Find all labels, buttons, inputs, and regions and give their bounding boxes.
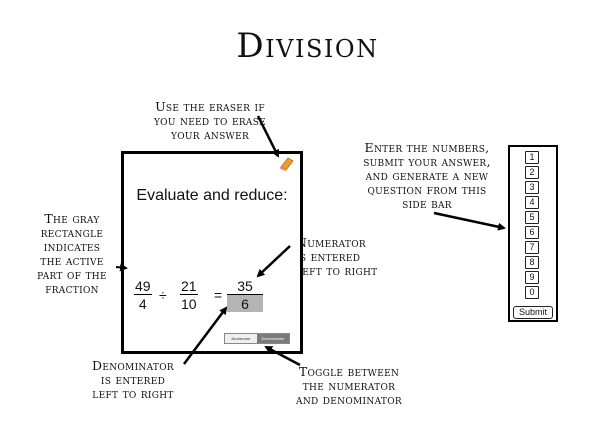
sidebar-arrow [433, 211, 506, 231]
answer-fraction: 35 6 [227, 278, 263, 312]
toggle-arrow [264, 345, 301, 367]
fraction-dividend: 49 4 [134, 278, 152, 312]
eraser-arrow [256, 115, 280, 158]
numerator-note-line: is entered [296, 249, 361, 264]
fraction-numerator: 21 [180, 278, 198, 295]
gray-rectangle-note-line: fraction [45, 281, 99, 296]
number-key-8[interactable]: 8 [525, 256, 539, 269]
denominator-note-line: left to right [92, 386, 174, 401]
problem-heading: Evaluate and reduce: [136, 187, 288, 204]
numerator-note: Numerator is entered left to right [296, 236, 406, 278]
gray-rectangle-note-line: rectangle [40, 225, 104, 240]
toggle-note-line: and denominator [296, 392, 402, 407]
toggle-note: Toggle between the numerator and denomin… [274, 365, 424, 407]
number-key-1[interactable]: 1 [525, 151, 539, 164]
numerator-note-line: Numerator [296, 235, 366, 250]
gray-rectangle-note: The gray rectangle indicates the active … [28, 212, 116, 296]
answer-denominator[interactable]: 6 [227, 295, 263, 312]
denominator-note: Denominator is entered left to right [78, 359, 188, 401]
eraser-note-line: Use the eraser if [155, 99, 265, 114]
gray-rectangle-arrow [115, 263, 128, 272]
denominator-note-line: Denominator [92, 358, 174, 373]
number-key-6[interactable]: 6 [525, 226, 539, 239]
page-title: Division [236, 26, 379, 66]
fraction-numerator: 49 [134, 278, 152, 295]
number-key-2[interactable]: 2 [525, 166, 539, 179]
toggle-note-line: the numerator [302, 378, 396, 393]
answer-numerator[interactable]: 35 [227, 278, 263, 295]
fraction-denominator: 4 [138, 296, 147, 312]
number-key-3[interactable]: 3 [525, 181, 539, 194]
toggle-numerator-option[interactable]: Numerator [225, 334, 257, 343]
number-sidebar: 1 2 3 4 5 6 7 8 9 0 Submit [508, 145, 558, 322]
problem-panel: Evaluate and reduce: 49 4 ÷ 21 10 = 35 6… [121, 151, 303, 354]
sidebar-note-line: question from this [367, 182, 487, 197]
sidebar-note-line: and generate a new [365, 168, 489, 183]
toggle-denominator-option[interactable]: Denominator [257, 334, 289, 343]
number-key-4[interactable]: 4 [525, 196, 539, 209]
gray-rectangle-note-line: the active [40, 253, 104, 268]
eraser-note-line: your answer [170, 127, 250, 142]
numerator-arrow [256, 245, 291, 278]
sidebar-note-line: side bar [402, 196, 452, 211]
numerator-note-line: left to right [296, 263, 378, 278]
denominator-note-line: is entered [100, 372, 166, 387]
equals-sign: = [214, 287, 223, 303]
number-key-7[interactable]: 7 [525, 241, 539, 254]
fraction-divisor: 21 10 [180, 278, 198, 312]
numerator-denominator-toggle[interactable]: Numerator Denominator [224, 333, 290, 344]
sidebar-note: Enter the numbers, submit your answer, a… [352, 141, 502, 211]
submit-button[interactable]: Submit [513, 306, 553, 319]
gray-rectangle-note-line: indicates [43, 239, 101, 254]
gray-rectangle-note-line: The gray [44, 211, 100, 226]
number-key-0[interactable]: 0 [525, 286, 539, 299]
denominator-arrow [183, 306, 228, 365]
gray-rectangle-note-line: part of the [37, 267, 107, 282]
sidebar-note-line: Enter the numbers, [364, 140, 490, 155]
eraser-note-line: you need to erase [153, 113, 267, 128]
eraser-note: Use the eraser if you need to erase your… [125, 100, 295, 142]
sidebar-note-line: submit your answer, [363, 154, 491, 169]
toggle-note-line: Toggle between [298, 364, 400, 379]
divide-symbol: ÷ [159, 287, 167, 303]
fraction-denominator: 10 [181, 296, 197, 312]
eraser-icon[interactable] [278, 155, 296, 171]
number-key-9[interactable]: 9 [525, 271, 539, 284]
number-key-5[interactable]: 5 [525, 211, 539, 224]
